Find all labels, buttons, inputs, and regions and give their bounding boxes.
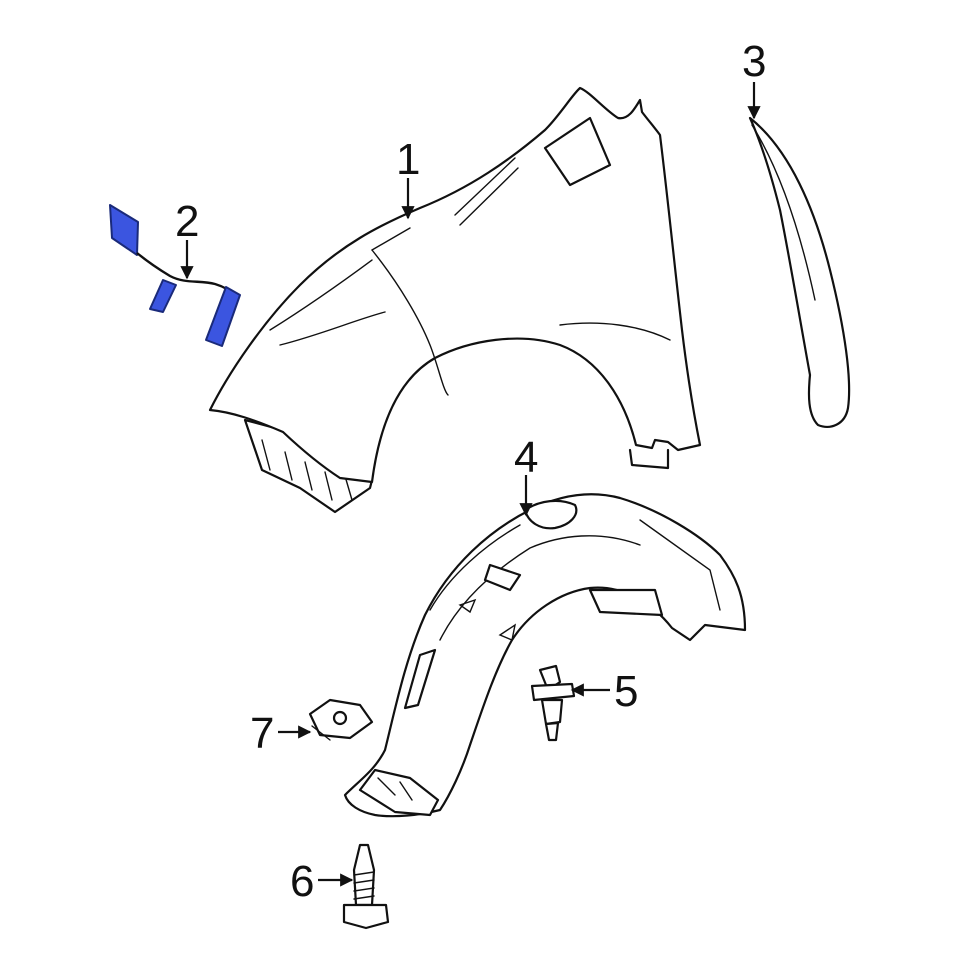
harness-clip-right (205, 286, 241, 347)
callout-arrows (180, 82, 761, 887)
fender-liner-part (343, 493, 747, 818)
callout-label-7: 7 (250, 709, 274, 758)
push-clip-part (530, 664, 576, 742)
callout-labels: 1 2 3 4 5 6 7 (175, 37, 766, 906)
callout-label-5: 5 (614, 667, 638, 716)
callout-label-4: 4 (514, 433, 538, 482)
nut-clip-part (308, 698, 374, 741)
harness-connector-plug (109, 204, 139, 256)
wiring-harness-part (109, 204, 241, 347)
bolt-part (342, 843, 390, 930)
harness-clip-left (149, 279, 177, 313)
callout-label-6: 6 (290, 857, 314, 906)
fender-part (208, 86, 702, 514)
callout-label-2: 2 (175, 197, 199, 246)
callout-label-3: 3 (742, 37, 766, 86)
callout-label-1: 1 (396, 135, 420, 184)
trim-strip-part (748, 116, 851, 428)
